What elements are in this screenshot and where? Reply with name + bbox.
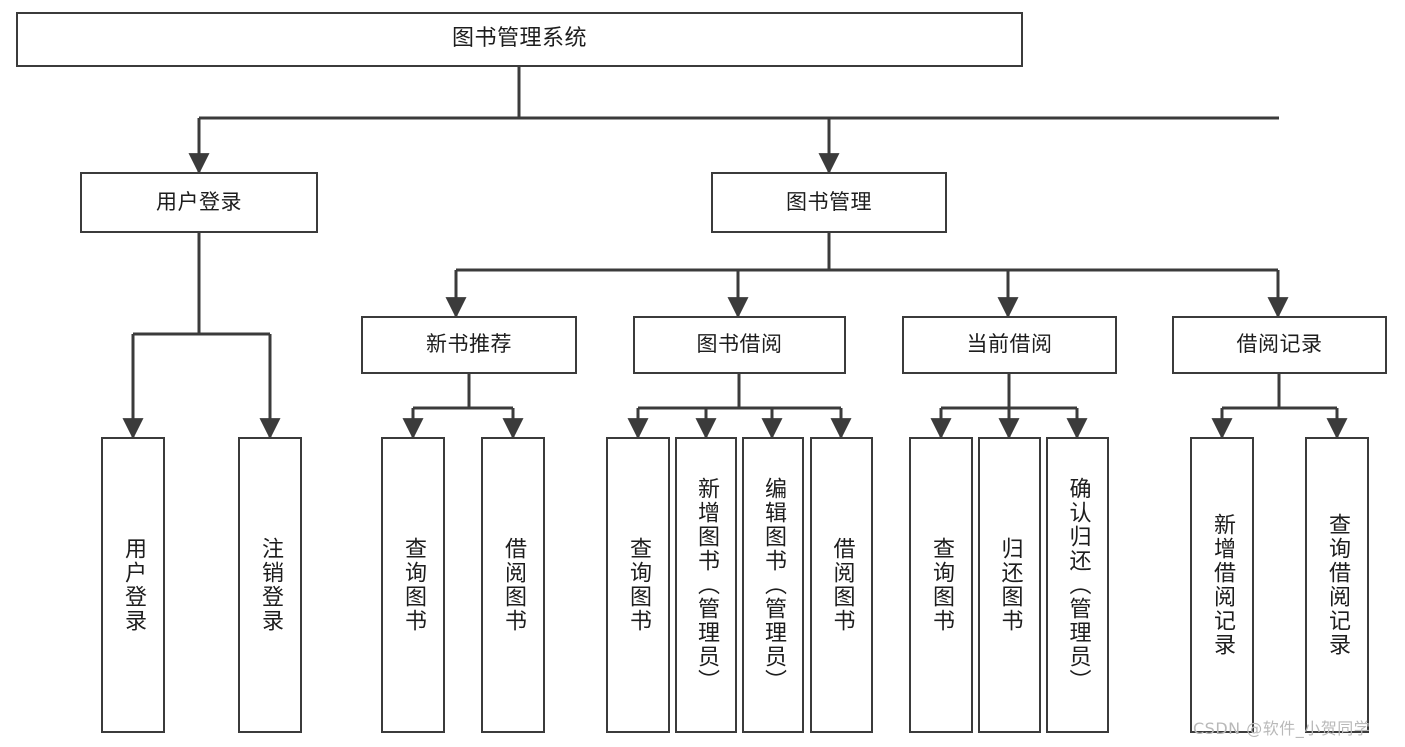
node-label: 用户登录 bbox=[121, 537, 146, 633]
node-label: 用户登录 bbox=[156, 189, 242, 214]
node-leaf-borrow-book[interactable]: 借阅图书 bbox=[810, 437, 873, 733]
node-new-book-recommend[interactable]: 新书推荐 bbox=[361, 316, 577, 374]
node-label: 借阅图书 bbox=[829, 537, 855, 633]
node-leaf-query-borrow-record[interactable]: 查询借阅记录 bbox=[1305, 437, 1369, 733]
node-root-system[interactable]: 图书管理系统 bbox=[16, 12, 1023, 67]
node-label: 当前借阅 bbox=[966, 332, 1053, 357]
node-book-borrow[interactable]: 图书借阅 bbox=[633, 316, 846, 374]
node-leaf-query-book-borrow[interactable]: 查询图书 bbox=[606, 437, 670, 733]
node-label: 借阅记录 bbox=[1236, 332, 1323, 357]
node-leaf-query-book-current[interactable]: 查询图书 bbox=[909, 437, 973, 733]
node-label: 归还图书 bbox=[997, 537, 1023, 633]
node-label: 编辑图书（管理员） bbox=[761, 477, 786, 693]
node-label: 图书管理 bbox=[786, 189, 872, 214]
node-current-borrow[interactable]: 当前借阅 bbox=[902, 316, 1117, 374]
node-label: 新增图书（管理员） bbox=[694, 477, 719, 693]
node-label: 图书借阅 bbox=[696, 332, 783, 357]
node-leaf-logout[interactable]: 注销登录 bbox=[238, 437, 302, 733]
node-label: 注销登录 bbox=[258, 537, 283, 633]
node-user-login[interactable]: 用户登录 bbox=[80, 172, 318, 233]
node-label: 查询借阅记录 bbox=[1325, 513, 1350, 657]
node-leaf-query-book-recommend[interactable]: 查询图书 bbox=[381, 437, 445, 733]
node-label: 新增借阅记录 bbox=[1210, 513, 1235, 657]
node-label: 查询图书 bbox=[626, 537, 651, 633]
node-leaf-add-book-admin[interactable]: 新增图书（管理员） bbox=[675, 437, 737, 733]
node-leaf-add-borrow-record[interactable]: 新增借阅记录 bbox=[1190, 437, 1254, 733]
node-leaf-edit-book-admin[interactable]: 编辑图书（管理员） bbox=[742, 437, 804, 733]
node-label: 查询图书 bbox=[929, 537, 954, 633]
node-leaf-borrow-book-recommend[interactable]: 借阅图书 bbox=[481, 437, 545, 733]
node-leaf-user-login[interactable]: 用户登录 bbox=[101, 437, 165, 733]
node-label: 新书推荐 bbox=[426, 332, 512, 357]
csdn-watermark: CSDN @软件_小贺同学 bbox=[1193, 719, 1371, 738]
node-borrow-record[interactable]: 借阅记录 bbox=[1172, 316, 1387, 374]
node-book-management[interactable]: 图书管理 bbox=[711, 172, 947, 233]
node-label: 确认归还（管理员） bbox=[1065, 477, 1091, 693]
node-label: 查询图书 bbox=[401, 537, 426, 633]
node-label: 借阅图书 bbox=[501, 537, 526, 633]
node-leaf-return-book[interactable]: 归还图书 bbox=[978, 437, 1041, 733]
node-leaf-confirm-return-admin[interactable]: 确认归还（管理员） bbox=[1046, 437, 1109, 733]
node-label: 图书管理系统 bbox=[451, 26, 587, 52]
